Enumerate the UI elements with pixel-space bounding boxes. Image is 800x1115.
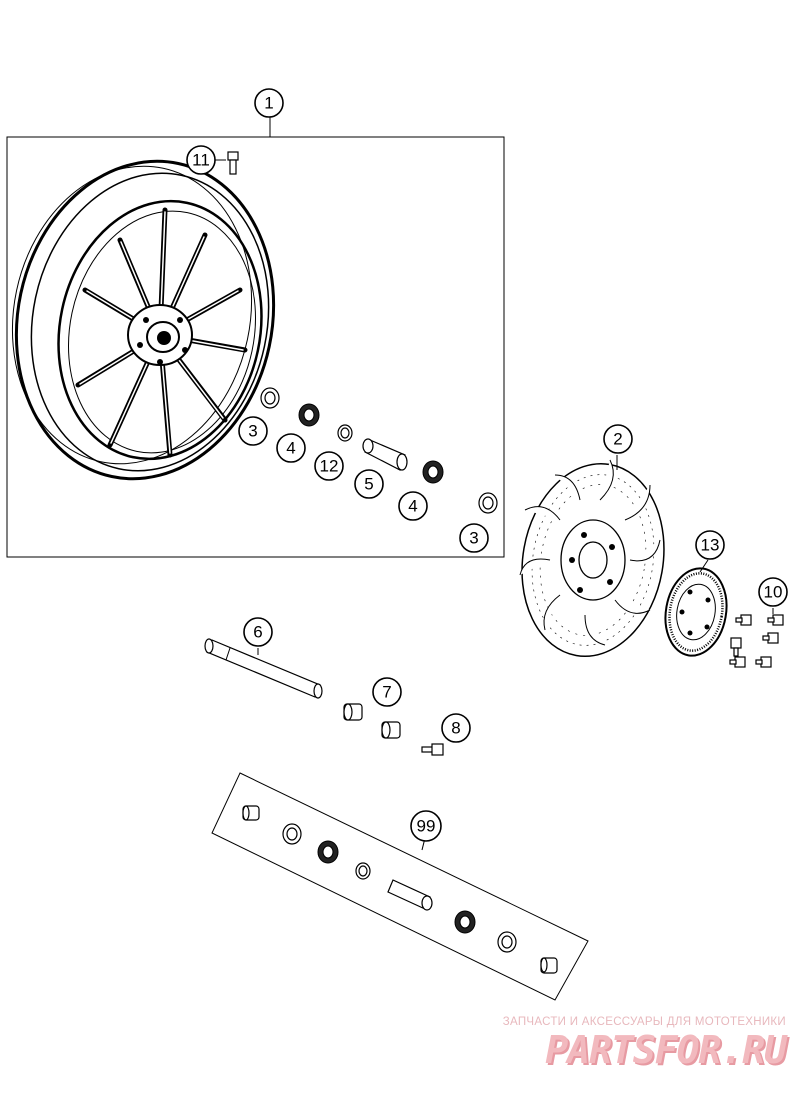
callout-11-label: 11 bbox=[192, 151, 210, 170]
abs-sensor-ring bbox=[664, 567, 728, 657]
valve-part bbox=[227, 151, 239, 175]
bearing-4b bbox=[422, 460, 444, 484]
callout-1-label: 1 bbox=[264, 94, 273, 113]
callout-6-label: 6 bbox=[253, 623, 262, 642]
callout-12-label: 12 bbox=[320, 457, 339, 476]
brake-disc bbox=[519, 459, 665, 658]
watermark-logo: PARTSFOR.RU bbox=[545, 1028, 787, 1072]
callout-7: 7 bbox=[372, 677, 402, 707]
bearing-kit-parts bbox=[242, 805, 558, 974]
bearing-3a bbox=[260, 387, 280, 409]
callout-99-label: 99 bbox=[417, 817, 436, 836]
axle bbox=[204, 638, 323, 699]
callout-4a: 4 bbox=[276, 433, 306, 463]
callout-7-label: 7 bbox=[382, 683, 391, 702]
callout-3b: 3 bbox=[459, 523, 489, 553]
callout-11: 11 bbox=[186, 145, 216, 175]
callout-10: 10 bbox=[758, 577, 788, 607]
callout-13-label: 13 bbox=[701, 536, 720, 555]
callout-5-label: 5 bbox=[364, 475, 373, 494]
spacer-7b bbox=[381, 721, 401, 739]
watermark: ЗАПЧАСТИ И АКСЕССУАРЫ ДЛЯ МОТОТЕХНИКИ PA… bbox=[466, 1016, 787, 1072]
bearing-3b bbox=[478, 492, 498, 514]
callout-4b: 4 bbox=[398, 491, 428, 521]
callout-12: 12 bbox=[314, 451, 344, 481]
bearing-4a bbox=[298, 403, 320, 427]
spacer-5 bbox=[362, 438, 408, 471]
wheel-assembly-frame bbox=[6, 136, 505, 558]
ring-12 bbox=[337, 424, 353, 442]
callout-3a: 3 bbox=[238, 416, 268, 446]
bolts-10 bbox=[729, 614, 784, 668]
callout-4a-label: 4 bbox=[286, 439, 295, 458]
callout-10-label: 10 bbox=[764, 583, 783, 602]
callout-3a-label: 3 bbox=[248, 422, 257, 441]
callout-13: 13 bbox=[695, 530, 725, 560]
spacer-7a bbox=[343, 703, 363, 721]
callout-6: 6 bbox=[243, 617, 273, 647]
callout-2: 2 bbox=[603, 424, 633, 454]
watermark-tagline: ЗАПЧАСТИ И АКСЕССУАРЫ ДЛЯ МОТОТЕХНИКИ bbox=[502, 1016, 786, 1028]
callout-4b-label: 4 bbox=[408, 497, 417, 516]
callout-1: 1 bbox=[254, 88, 284, 118]
front-wheel-drawing bbox=[11, 159, 276, 481]
screw-8 bbox=[421, 743, 444, 756]
bearing-kit-frame bbox=[211, 772, 589, 1001]
callout-2-label: 2 bbox=[613, 430, 622, 449]
callout-99: 99 bbox=[410, 810, 442, 842]
callout-3b-label: 3 bbox=[469, 529, 478, 548]
callout-8-label: 8 bbox=[451, 719, 460, 738]
callout-8: 8 bbox=[441, 713, 471, 743]
callout-5: 5 bbox=[354, 469, 384, 499]
